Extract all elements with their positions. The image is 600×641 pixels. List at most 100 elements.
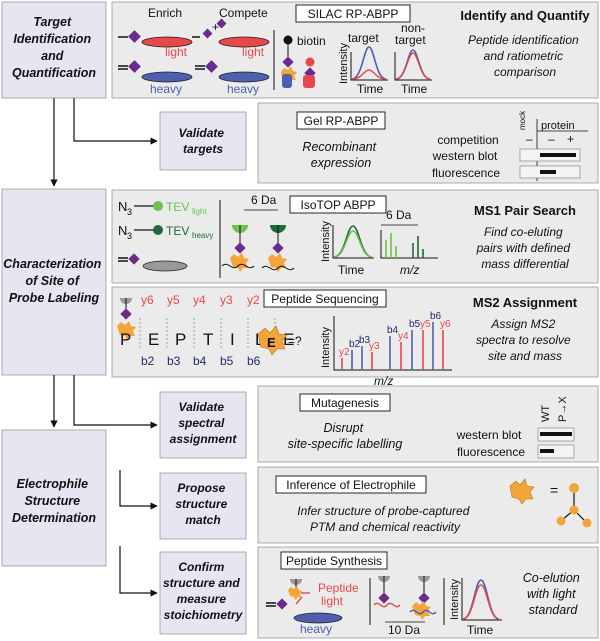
electrophile-star <box>257 325 288 356</box>
svg-text:fluorescence: fluorescence <box>432 166 500 180</box>
stage-electrophile-determination: Electrophile Structure Determination <box>1 429 107 567</box>
svg-text:Time: Time <box>401 82 428 96</box>
svg-text:Time: Time <box>357 82 384 96</box>
svg-text:m/z: m/z <box>374 374 393 388</box>
method-label: IsoTOP ABPP <box>301 198 376 212</box>
stage-label: Characterization of Site of Probe Labeli… <box>3 257 104 305</box>
panel-desc: Assign MS2 spectra to resolve site and m… <box>476 317 574 363</box>
enrich-label: Enrich <box>148 6 182 20</box>
stage-site-characterization: Characterization of Site of Probe Labeli… <box>1 188 107 376</box>
svg-text:b5: b5 <box>220 354 234 368</box>
svg-text:competition: competition <box>437 133 498 147</box>
substep-validate-targets: Validate targets <box>159 111 247 171</box>
svg-text:T: T <box>203 330 213 349</box>
svg-text:light: light <box>192 207 207 216</box>
svg-text:10 Da: 10 Da <box>388 623 420 637</box>
svg-text:b6: b6 <box>247 354 261 368</box>
svg-text:=?: =? <box>288 334 302 348</box>
svg-text:non-: non- <box>401 21 425 35</box>
ms2-peak-label: b5 <box>409 319 421 330</box>
panel-desc: Peptide identification and ratiometric c… <box>468 33 582 79</box>
method-label: SILAC RP-ABPP <box>308 7 399 21</box>
probe-diamond <box>128 30 141 43</box>
svg-text:light: light <box>242 45 265 59</box>
panel-silac: Enrich light heavy Compete + light heavy… <box>111 1 599 99</box>
light-dish <box>141 36 193 48</box>
svg-text:P: P <box>175 330 186 349</box>
panel-gel: Gel RP-ABPP Recombinant expression mock … <box>257 102 599 184</box>
svg-text:P→X: P→X <box>557 396 569 422</box>
svg-text:Time: Time <box>338 263 365 277</box>
svg-text:TEV: TEV <box>166 200 189 214</box>
panel-peptide-synthesis: Peptide Synthesis Peptide light heavy 10… <box>257 546 599 639</box>
method-label: Peptide Sequencing <box>271 292 378 306</box>
svg-text:western blot: western blot <box>456 428 522 442</box>
panel-title: MS1 Pair Search <box>474 203 576 218</box>
connector-arrows <box>50 98 158 597</box>
svg-text:N: N <box>118 199 127 214</box>
svg-text:m/z: m/z <box>400 263 419 277</box>
svg-text:N: N <box>118 223 127 238</box>
panel-isotop: N 3 TEV light N 3 TEV heavy 6 Da IsoTOP … <box>111 189 599 284</box>
svg-text:mock: mock <box>518 110 527 130</box>
panel-mutagenesis: Mutagenesis Disrupt site-specific labell… <box>257 385 599 463</box>
svg-text:y6: y6 <box>141 293 154 307</box>
svg-text:light: light <box>321 594 344 608</box>
svg-text:target: target <box>395 33 426 47</box>
substep-validate-spectral: Validate spectral assignment <box>159 391 247 459</box>
svg-text:=: = <box>550 482 558 498</box>
ms2-peak-label: y6 <box>440 319 451 330</box>
svg-text:6 Da: 6 Da <box>386 208 412 222</box>
svg-text:y5: y5 <box>167 293 180 307</box>
svg-text:–: – <box>526 132 533 146</box>
svg-text:WT: WT <box>540 405 552 422</box>
ms2-peak-label: y5 <box>420 319 431 330</box>
svg-text:E: E <box>148 330 159 349</box>
method-label: Mutagenesis <box>311 396 379 410</box>
svg-text:b3: b3 <box>167 354 181 368</box>
svg-text:+: + <box>212 20 219 34</box>
compete-label: Compete <box>219 6 268 20</box>
svg-text:Time: Time <box>467 623 494 637</box>
svg-text:y4: y4 <box>193 293 206 307</box>
svg-text:y3: y3 <box>220 293 233 307</box>
svg-text:P: P <box>120 330 131 349</box>
stage-label: Target Identification and Quantification <box>12 15 96 80</box>
svg-text:Intensity: Intensity <box>320 327 332 368</box>
svg-text:Co-elution with light: Co-elution with light standard <box>523 571 583 617</box>
svg-text:Recombinant expression: Recombinant expression <box>302 140 379 170</box>
method-label: Peptide Synthesis <box>286 554 382 568</box>
svg-text:b4: b4 <box>193 354 207 368</box>
heavy-dish <box>141 71 193 83</box>
svg-text:Confirm structure and: Confirm structure and measure stoichiome… <box>163 560 244 622</box>
svg-text:+: + <box>567 132 574 146</box>
method-label: Inference of Electrophile <box>286 478 416 492</box>
ms2-peak-label: b4 <box>387 325 399 336</box>
panel-inference: Inference of Electrophile Infer structur… <box>257 466 599 544</box>
svg-text:light: light <box>165 45 188 59</box>
svg-text:Disrupt site-specific la: Disrupt site-specific labelling <box>288 421 403 451</box>
ms2-peak-label: b6 <box>430 311 442 322</box>
panel-desc: Find co-eluting pairs with defined mass … <box>476 225 574 271</box>
svg-text:E: E <box>283 330 294 349</box>
substep-confirm-structure: Confirm structure and measure stoichiome… <box>159 551 247 635</box>
panel-peptide-sequencing: P E P T I D E y6 y5 y4 y3 y2 b2 b3 b4 b5… <box>111 286 599 388</box>
panel-title: Identify and Quantify <box>460 8 590 23</box>
ms2-peak-label: b3 <box>359 335 371 346</box>
ms2-peak-label: y4 <box>398 331 409 342</box>
svg-text:Propose structure: Propose structure match <box>175 481 230 527</box>
stage-target-identification: Target Identification and Quantification <box>1 1 107 99</box>
svg-text:y2: y2 <box>247 293 260 307</box>
svg-text:3: 3 <box>127 231 132 241</box>
svg-text:b2: b2 <box>141 354 155 368</box>
ms2-peak-label: y2 <box>339 347 350 358</box>
svg-text:Validate targets: Validate targets <box>179 126 228 156</box>
svg-text:Intensity: Intensity <box>449 579 461 620</box>
svg-text:E: E <box>267 335 276 350</box>
svg-text:biotin: biotin <box>297 34 326 48</box>
stage-label: Electrophile Structure Determination <box>12 477 96 525</box>
svg-text:6 Da: 6 Da <box>251 193 277 207</box>
svg-text:heavy: heavy <box>192 231 213 240</box>
